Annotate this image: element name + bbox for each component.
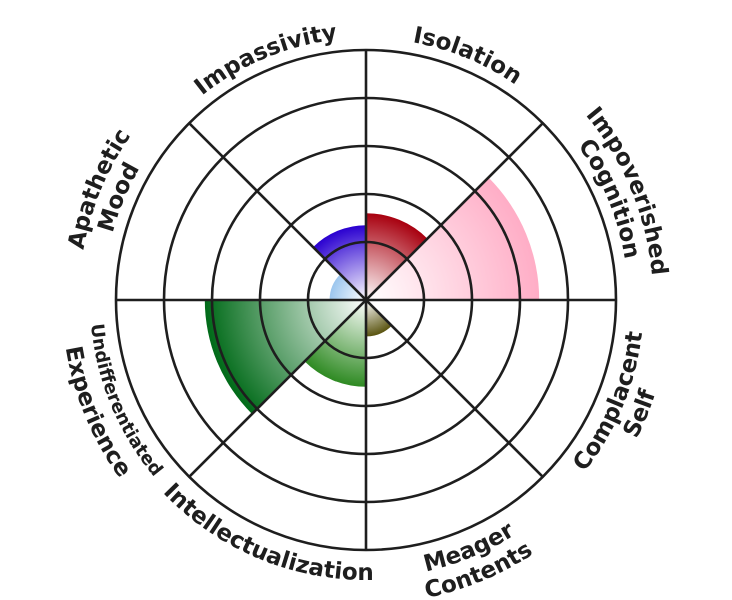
category-label-text: Isolation <box>411 22 526 89</box>
wedge-undifferentiated-experience <box>204 300 366 414</box>
grid-spoke <box>188 299 367 478</box>
wedge-isolation <box>366 213 428 300</box>
category-label-text: Impassivity <box>190 20 339 101</box>
wedge-meager-contents <box>366 300 392 337</box>
category-label: Impassivity <box>190 20 339 101</box>
category-label-text: Intellectualization <box>158 479 373 586</box>
grid-spoke <box>365 122 544 301</box>
wedge-intellectualization <box>304 300 366 387</box>
wedges <box>204 177 540 414</box>
category-label: Isolation <box>411 22 526 89</box>
grid-spoke <box>365 299 544 478</box>
wedge-apathetic-mood <box>329 274 366 300</box>
grid-spoke <box>188 122 367 301</box>
category-label: Intellectualization <box>158 479 373 586</box>
grid <box>114 48 618 552</box>
